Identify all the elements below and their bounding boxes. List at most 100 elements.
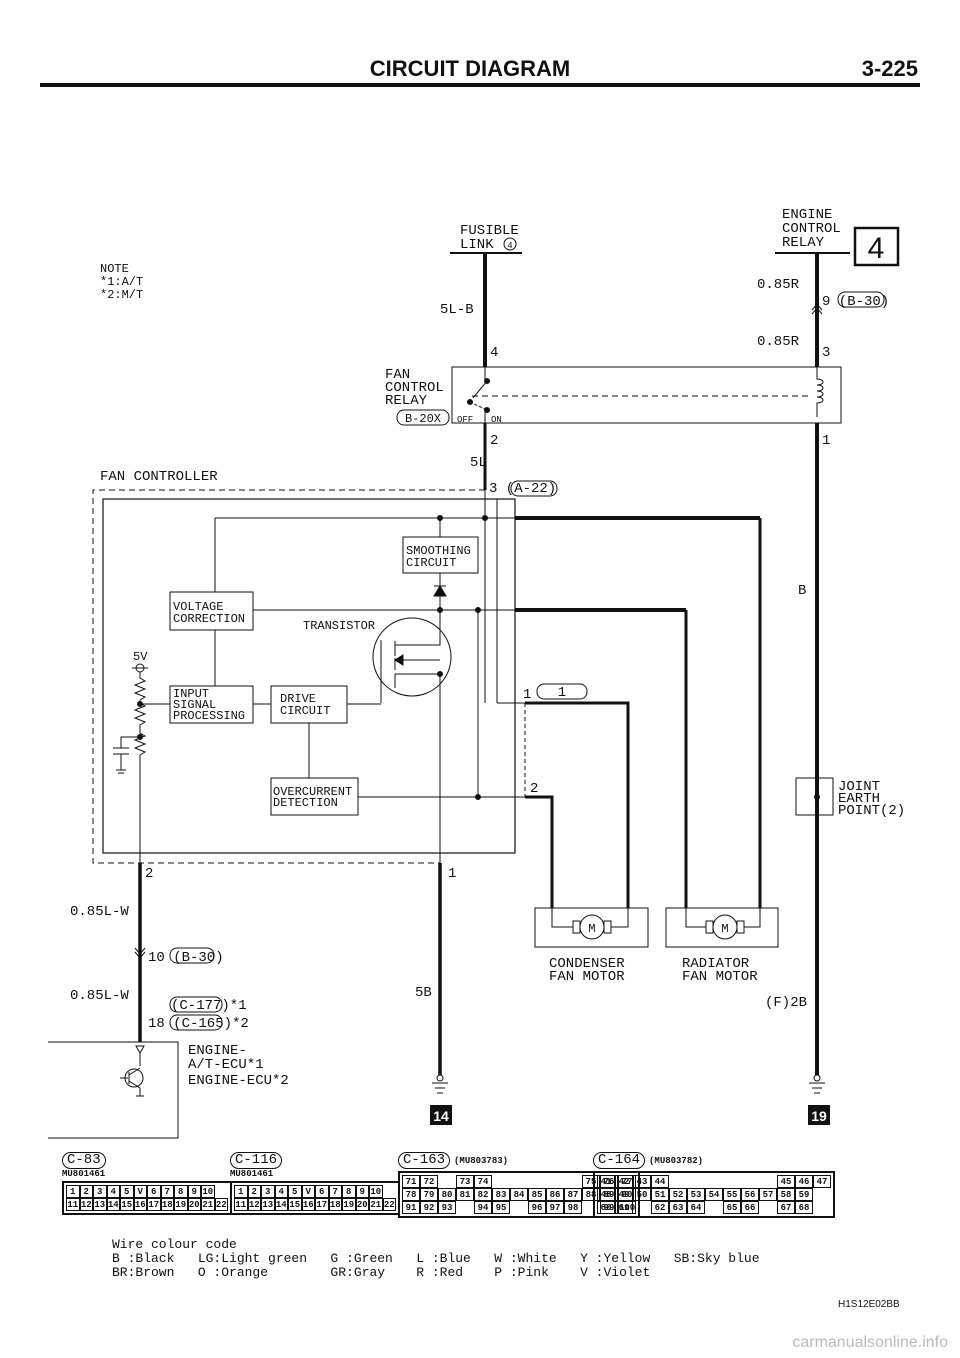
- svg-text:*1:A/T: *1:A/T: [100, 275, 143, 289]
- connector-pin: 93: [438, 1201, 456, 1214]
- connector-pin: 58: [777, 1188, 795, 1201]
- connector-pin: 4: [274, 1185, 288, 1198]
- radiator-fan-motor-box: [665, 907, 779, 948]
- ecu-label: ENGINE-: [188, 1043, 247, 1059]
- relay-coil: [816, 367, 824, 417]
- connector-pin: 60: [597, 1201, 615, 1214]
- connector-pin: 12: [247, 1198, 261, 1211]
- svg-text:SIGNAL: SIGNAL: [173, 698, 216, 712]
- svg-text:SMOOTHING: SMOOTHING: [406, 544, 471, 558]
- connector-part-number: MU801461: [62, 1169, 106, 1179]
- wire-code-row: B :Black LG:Light green G :Green L :Blue…: [112, 1251, 760, 1266]
- connector-pin: [510, 1175, 528, 1188]
- svg-text:1: 1: [558, 685, 566, 701]
- connector-pin: 6: [315, 1185, 329, 1198]
- relay-box-4: [853, 226, 900, 267]
- connector-pin: 91: [402, 1201, 420, 1214]
- svg-text:M: M: [721, 922, 728, 936]
- connector-pin: [723, 1175, 741, 1188]
- svg-text:DETECTION: DETECTION: [273, 796, 338, 810]
- connector-pin: [438, 1175, 456, 1188]
- svg-text:B: B: [798, 583, 806, 599]
- connector-pin: 81: [456, 1188, 474, 1201]
- svg-text:3: 3: [822, 345, 830, 361]
- connector-pin: 9: [187, 1185, 201, 1198]
- connector-pin: 52: [669, 1188, 687, 1201]
- condenser-fan-motor-label: CONDENSER: [549, 956, 625, 972]
- svg-text:1: 1: [523, 687, 531, 703]
- svg-text:VOLTAGE: VOLTAGE: [173, 600, 223, 614]
- connector-pin: 51: [651, 1188, 669, 1201]
- connector-pin: 56: [741, 1188, 759, 1201]
- connector-pin: 9: [355, 1185, 369, 1198]
- svg-text:A/T-ECU*1: A/T-ECU*1: [188, 1057, 264, 1073]
- connector-pin: 96: [528, 1201, 546, 1214]
- svg-text:OVERCURRENT: OVERCURRENT: [273, 785, 352, 799]
- svg-text:(C-177)*1: (C-177)*1: [171, 998, 247, 1014]
- transistor-circle: [372, 617, 452, 697]
- connector-pin: 5: [120, 1185, 134, 1198]
- page-title: CIRCUIT DIAGRAM: [370, 56, 570, 81]
- connector-pin: [705, 1201, 723, 1214]
- connector-tag: C-164: [593, 1152, 646, 1169]
- connector-pin: 17: [315, 1198, 329, 1211]
- voltage-correction-box: [169, 591, 254, 631]
- svg-text:RELAY: RELAY: [782, 235, 825, 251]
- connector-pin: 88: [582, 1188, 600, 1201]
- connector-pin: 73: [456, 1175, 474, 1188]
- connector-pin: 10: [201, 1185, 215, 1198]
- connector-pin: 79: [420, 1188, 438, 1201]
- svg-text:FAN MOTOR: FAN MOTOR: [682, 969, 758, 985]
- capacitor-ground: [113, 736, 140, 774]
- connector-pin: 83: [492, 1188, 510, 1201]
- svg-text:CORRECTION: CORRECTION: [173, 612, 245, 626]
- connector-pin: 53: [687, 1188, 705, 1201]
- reference-code: H1S12E02BB: [838, 1299, 900, 1310]
- connector-pin: [687, 1175, 705, 1188]
- connector-pin: 42: [615, 1175, 633, 1188]
- connector-pin: 20: [187, 1198, 201, 1211]
- fan-control-relay-box: [451, 366, 842, 424]
- connector-pin: 67: [777, 1201, 795, 1214]
- connector-pin: 13: [93, 1198, 107, 1211]
- connector-pin: 55: [723, 1188, 741, 1201]
- connector-pin: 86: [546, 1188, 564, 1201]
- svg-text:B-20X: B-20X: [405, 412, 441, 426]
- svg-text:2: 2: [490, 433, 498, 449]
- svg-text:(F)2B: (F)2B: [765, 995, 807, 1011]
- connector-pin: 46: [795, 1175, 813, 1188]
- connector-pin: 59: [795, 1188, 813, 1201]
- svg-text:3 (A-22): 3 (A-22): [489, 481, 556, 497]
- connector-pin: 10: [369, 1185, 383, 1198]
- svg-text:M: M: [588, 922, 595, 936]
- connector-key: V: [133, 1185, 147, 1198]
- connector-pin: 62: [651, 1201, 669, 1214]
- page-number: 3-225: [862, 56, 918, 81]
- svg-text:4: 4: [868, 232, 885, 265]
- svg-text:1: 1: [448, 866, 456, 882]
- connector-pin: 18: [328, 1198, 342, 1211]
- connector-pin: 19: [342, 1198, 356, 1211]
- connector-pin: 95: [492, 1201, 510, 1214]
- connector-pin: 14: [106, 1198, 120, 1211]
- svg-text:10 (B-30): 10 (B-30): [148, 950, 224, 966]
- connector-pin: [510, 1201, 528, 1214]
- earth-ref-19: 19: [811, 1108, 827, 1124]
- joint-earth-label: JOINT: [838, 779, 880, 795]
- connector-pin: 2: [79, 1185, 93, 1198]
- svg-text:CONTROL: CONTROL: [782, 221, 841, 237]
- connector-pin: 8: [174, 1185, 188, 1198]
- connector-part-number: (MU803782): [649, 1156, 704, 1166]
- svg-text:0.85R: 0.85R: [757, 277, 800, 293]
- connector-pin: 44: [651, 1175, 669, 1188]
- connector-pin: [633, 1201, 651, 1214]
- svg-text:2: 2: [145, 866, 153, 882]
- svg-text:ENGINE-ECU*2: ENGINE-ECU*2: [188, 1073, 289, 1089]
- connector-pin: 94: [474, 1201, 492, 1214]
- connector-pin: 14: [274, 1198, 288, 1211]
